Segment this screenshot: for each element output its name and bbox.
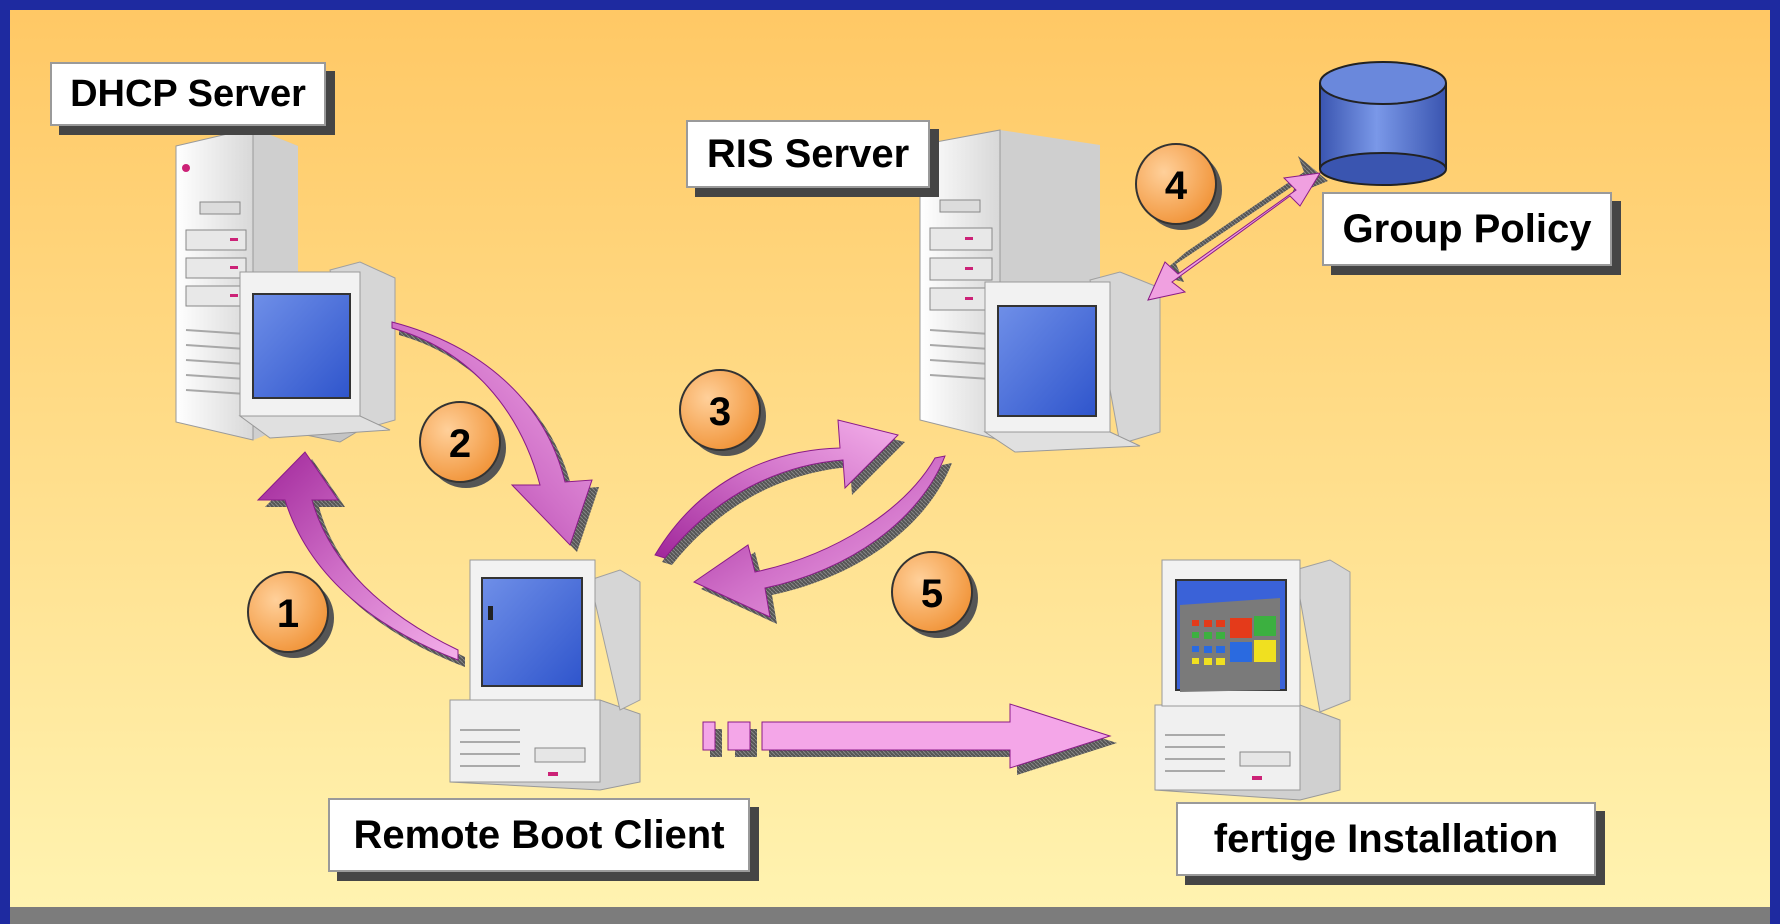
finished-install-label: fertige Installation [1176,802,1596,876]
step-badge-2: 2 [419,401,506,488]
dhcp-server-label: DHCP Server [50,62,326,126]
arrow-step-1 [256,451,465,667]
remote-boot-client-icon [449,559,641,791]
step-number-3: 3 [709,390,731,434]
database-icon [1319,61,1447,186]
dhcp-monitor-icon [238,261,396,443]
arrow-step-4 [1147,156,1328,301]
step-badge-4: 4 [1135,143,1222,230]
ris-server-icon [919,129,1161,453]
step-number-1: 1 [277,592,299,636]
arrow-step-3 [654,419,905,565]
arrow-step-2 [391,321,599,552]
step-badge-3: 3 [679,369,766,456]
group-policy-label: Group Policy [1322,192,1612,266]
group-policy-label-text: Group Policy [1342,206,1592,251]
arrow-install [702,703,1117,775]
step-number-2: 2 [449,422,471,466]
step-badge-5: 5 [891,551,978,638]
step-number-5: 5 [921,572,943,616]
ris-server-label-text: RIS Server [706,131,910,176]
bottom-bar [10,907,1770,924]
finished-install-label-text: fertige Installation [1213,816,1559,861]
dhcp-server-label-text: DHCP Server [70,72,306,115]
remote-boot-client-label: Remote Boot Client [328,798,750,872]
ris-server-label: RIS Server [686,120,930,188]
dhcp-server-icon [175,127,396,443]
remote-boot-client-label-text: Remote Boot Client [353,812,725,857]
arrow-step-5 [692,455,952,624]
windows-logo-icon [1180,598,1280,692]
ris-monitor-icon [983,271,1161,453]
step-badge-1: 1 [247,571,334,658]
finished-install-computer-icon [1154,559,1351,801]
step-number-4: 4 [1165,164,1188,208]
